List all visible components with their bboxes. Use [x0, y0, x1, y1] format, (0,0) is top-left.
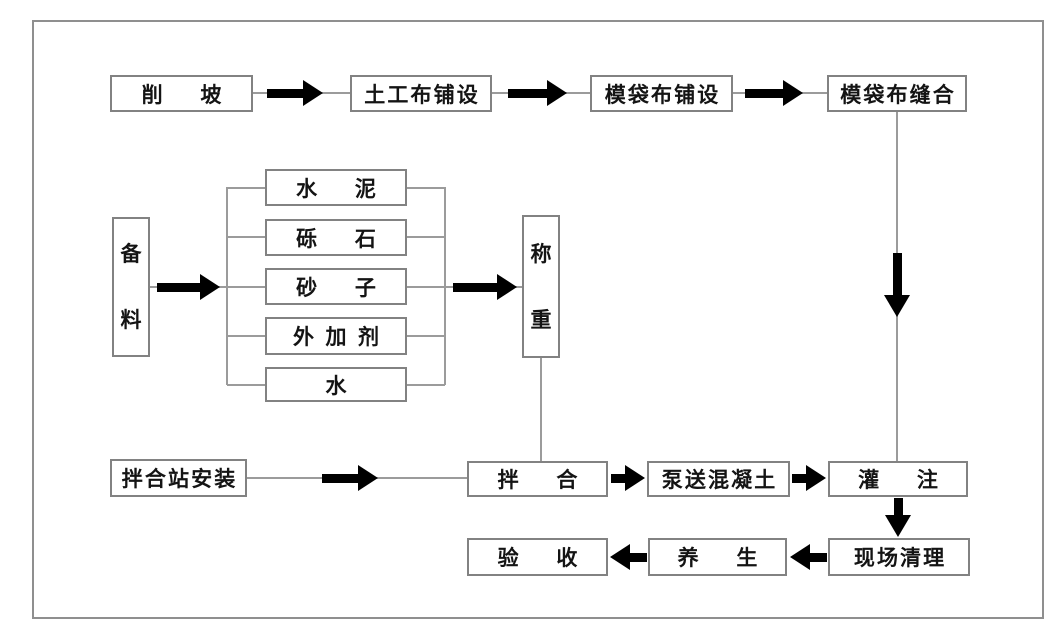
stub-left-shazi — [227, 286, 265, 288]
node-tugongbu-pushe: 土工布铺设 — [350, 75, 492, 112]
node-yanshou: 验收 — [467, 538, 608, 576]
arrow-banhezhan-to-banhe — [322, 465, 378, 491]
node-banhezhan-anzhuang: 拌合站安装 — [110, 459, 247, 497]
node-waijiaji: 外加剂 — [265, 317, 407, 355]
node-yangsheng: 养生 — [648, 538, 787, 576]
node-shazi: 砂子 — [265, 268, 407, 305]
arrow-xianchang-to-yangsheng — [790, 544, 827, 570]
arrow-xiaopo-to-tugongbu — [267, 80, 323, 106]
stub-right-lishi — [407, 236, 445, 238]
node-lishi: 砾石 — [265, 219, 407, 256]
arrow-modaibupushe-to-modaibufenghe — [745, 80, 803, 106]
arrow-ingredients-to-chengzhong — [453, 274, 517, 300]
stub-left-shui — [227, 384, 265, 386]
node-shui: 水 — [265, 367, 407, 402]
arrow-beiliao-to-ingredients — [157, 274, 220, 300]
diagram-border — [32, 20, 1044, 619]
node-banhe: 拌合 — [467, 461, 608, 497]
arrow-tugongbu-to-modaibupushe — [508, 80, 567, 106]
arrow-guanzhu-to-xianchang — [885, 498, 911, 537]
stub-right-shazi — [407, 286, 445, 288]
arrow-modaibufenghe-to-guanzhu — [884, 253, 910, 317]
stub-left-lishi — [227, 236, 265, 238]
node-guanzhu: 灌注 — [828, 461, 968, 497]
stub-right-shuini — [407, 187, 445, 189]
node-xiaopo: 削坡 — [110, 75, 253, 112]
node-modaibu-pushe: 模袋布铺设 — [590, 75, 733, 112]
stub-right-waijiaji — [407, 335, 445, 337]
stub-right-shui — [407, 384, 445, 386]
stub-left-waijiaji — [227, 335, 265, 337]
stub-left-shuini — [227, 187, 265, 189]
node-xianchang-qingli: 现场清理 — [828, 538, 970, 576]
node-beiliao: 备料 — [112, 217, 150, 357]
node-shuini: 水泥 — [265, 169, 407, 206]
connector-chengzhong-banhe — [540, 358, 542, 461]
node-modaibu-fenghe: 模袋布缝合 — [827, 75, 967, 112]
node-chengzhong: 称重 — [522, 215, 560, 358]
arrow-yangsheng-to-yanshou — [610, 544, 647, 570]
arrow-banhe-to-bengsong — [611, 465, 645, 491]
arrow-bengsong-to-guanzhu — [792, 465, 826, 491]
node-bengsong-hunningtu: 泵送混凝土 — [647, 461, 790, 497]
